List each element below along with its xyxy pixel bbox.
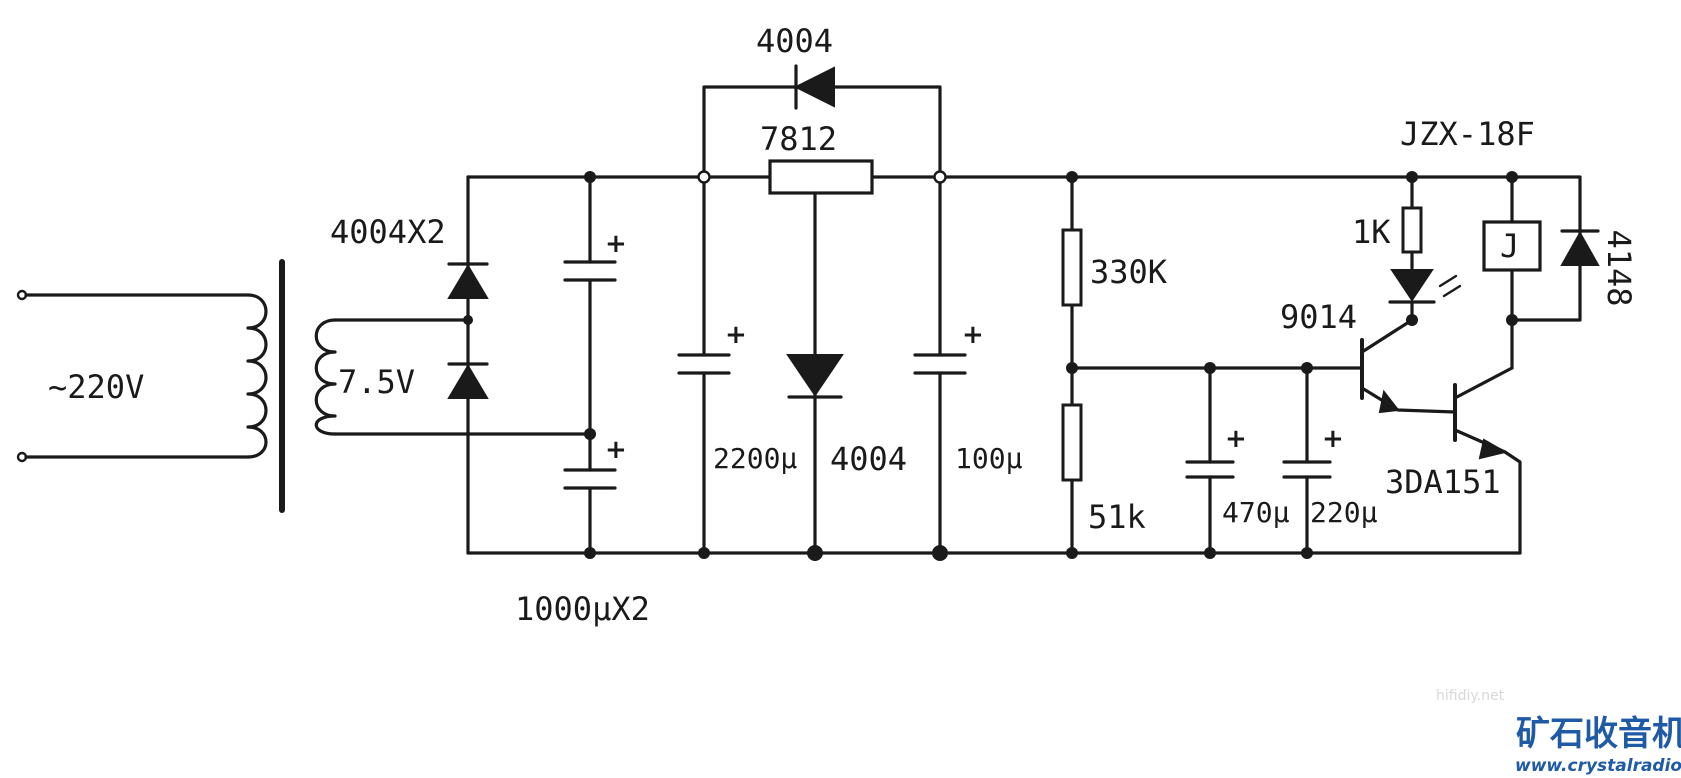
label-bypass-diode: 4004 xyxy=(756,22,833,60)
label-transistor-3da151: 3DA151 xyxy=(1385,463,1501,501)
label-relay: JZX-18F xyxy=(1400,115,1535,153)
label-flyback-diode: 4148 xyxy=(1600,229,1638,306)
transistor-9014 xyxy=(1360,318,1457,414)
capacitor-100u xyxy=(913,175,967,555)
label-secondary-voltage: 7.5V xyxy=(338,363,415,401)
label-bridge-diodes: 4004X2 xyxy=(330,213,446,251)
relay-jzx-18f xyxy=(1482,175,1542,370)
label-cap-470: 470μ xyxy=(1222,496,1290,529)
plus-mark-filter-top: + xyxy=(605,229,627,259)
bridge-diode-top xyxy=(447,262,489,299)
flyback-diode-4148 xyxy=(1560,229,1600,266)
filter-capacitor-bottom xyxy=(563,432,617,555)
resistor-330k xyxy=(1061,175,1083,370)
watermark-url: www.crystalradio.cn xyxy=(1515,756,1681,776)
indicator-led xyxy=(1388,269,1462,322)
label-res-330k: 330K xyxy=(1090,253,1168,291)
capacitor-2200u xyxy=(677,175,731,555)
transistor-3da151 xyxy=(1453,366,1522,555)
label-regulator: 7812 xyxy=(760,120,837,158)
plus-mark-filter-bottom: + xyxy=(605,435,627,465)
label-transistor-9014: 9014 xyxy=(1280,298,1357,336)
resistor-1k xyxy=(1401,175,1423,270)
capacitor-470u xyxy=(1185,366,1235,555)
filter-capacitor-top xyxy=(563,175,617,436)
label-relay-symbol: J xyxy=(1500,227,1519,265)
transformer xyxy=(16,259,592,513)
watermark-title: 矿石收音机 xyxy=(1516,714,1681,754)
plus-mark-2200: + xyxy=(725,320,747,350)
label-res-51k: 51k xyxy=(1088,498,1146,536)
junctions xyxy=(463,170,1518,561)
resistor-51k xyxy=(1061,366,1083,555)
plus-mark-470: + xyxy=(1225,424,1247,454)
label-cap-2200: 2200μ xyxy=(713,442,797,475)
regulator-ground-diode xyxy=(786,354,844,399)
label-regulator-diode: 4004 xyxy=(830,440,907,478)
label-res-1k: 1K xyxy=(1352,213,1391,251)
label-cap-220: 220μ xyxy=(1310,496,1378,529)
bypass-diode xyxy=(702,64,942,179)
secondary-winding xyxy=(314,318,337,436)
regulator-7812 xyxy=(768,159,874,555)
plus-mark-220: + xyxy=(1322,424,1344,454)
plus-mark-100: + xyxy=(962,320,984,350)
primary-winding xyxy=(246,293,268,459)
label-input-voltage: ~220V xyxy=(48,368,144,406)
bridge-diode-bottom xyxy=(447,362,489,399)
label-cap-100: 100μ xyxy=(955,442,1023,475)
label-filter-caps: 1000μX2 xyxy=(515,590,650,628)
watermark-faint: hifidiy.net xyxy=(1436,688,1505,704)
capacitor-220u xyxy=(1282,366,1332,555)
